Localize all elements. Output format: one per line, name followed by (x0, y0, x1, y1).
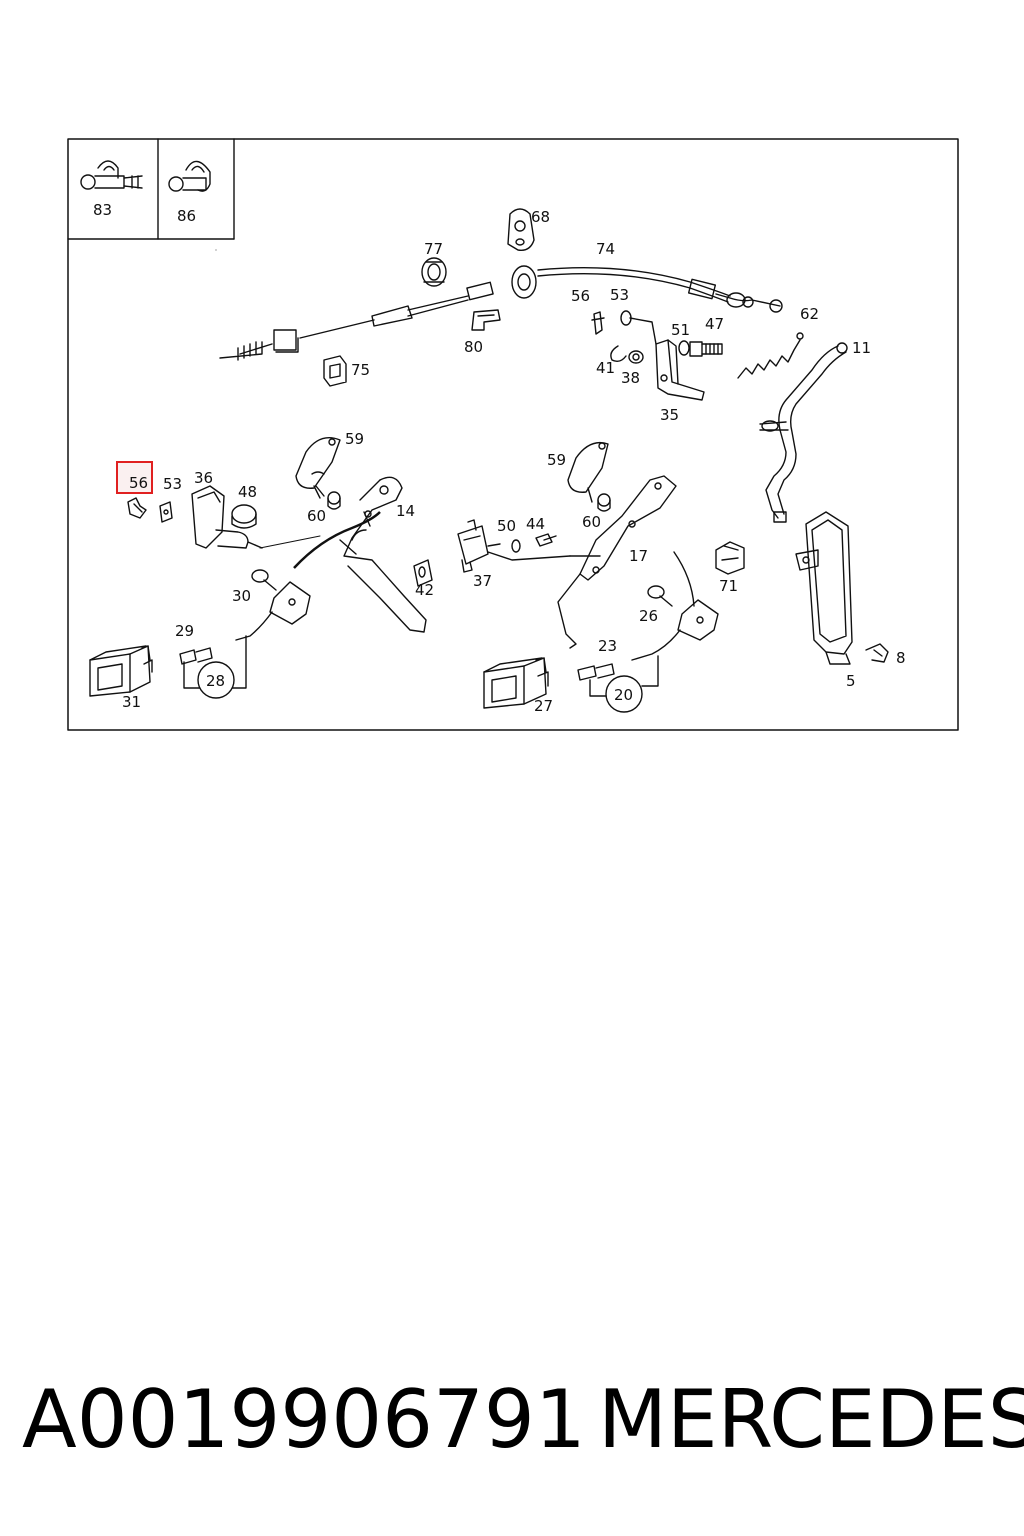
label-28: 28 (206, 672, 225, 690)
label-44: 44 (526, 515, 545, 533)
bushing-60-right (597, 493, 611, 512)
label-86: 86 (177, 207, 196, 225)
pedal-bracket-17 (557, 475, 677, 649)
label-80: 80 (464, 338, 483, 356)
brake-pedal-14 (339, 476, 427, 633)
bracket-line-20 (589, 655, 659, 697)
label-53-upper: 53 (610, 286, 629, 304)
label-29: 29 (175, 622, 194, 640)
washer-53-upper (620, 310, 657, 345)
label-38: 38 (621, 369, 640, 387)
sensor-right (631, 551, 719, 661)
brand-name: MERCEDES (598, 1373, 1024, 1466)
bracket-line-28 (183, 635, 247, 689)
bolt-48 (231, 504, 257, 529)
pin-23 (577, 663, 615, 681)
bracket-36 (191, 485, 263, 549)
pin-29 (179, 647, 213, 665)
bolt-47 (689, 341, 723, 357)
label-56-upper: 56 (571, 287, 590, 305)
label-56-highlighted: 56 (129, 474, 148, 492)
relay-27 (483, 657, 549, 709)
label-35: 35 (660, 406, 679, 424)
nut-42 (413, 559, 433, 587)
washer-38 (628, 350, 644, 364)
label-31: 31 (122, 693, 141, 711)
label-71: 71 (719, 577, 738, 595)
label-77: 77 (424, 240, 443, 258)
gas-pedal-5 (795, 511, 853, 665)
cover-59-left (295, 437, 341, 499)
screw-44 (535, 533, 557, 547)
label-20: 20 (614, 686, 633, 704)
diagram-frame (67, 138, 959, 731)
clip-8 (865, 643, 889, 663)
label-50: 50 (497, 517, 516, 535)
circlip-41 (610, 345, 627, 363)
label-51: 51 (671, 321, 690, 339)
connection-line (293, 511, 381, 569)
bracket-35 (655, 339, 705, 401)
label-74: 74 (596, 240, 615, 258)
label-60-right: 60 (582, 513, 601, 531)
grommet-68 (507, 208, 535, 251)
label-11: 11 (852, 339, 871, 357)
label-48: 48 (238, 483, 257, 501)
label-27: 27 (534, 697, 553, 715)
label-53-lower: 53 (163, 475, 182, 493)
label-37: 37 (473, 572, 492, 590)
label-8: 8 (896, 649, 906, 667)
label-75: 75 (351, 361, 370, 379)
parts-diagram: 83 86 68 77 74 56 53 62 51 47 11 80 41 3… (67, 138, 959, 731)
clip-56-upper (591, 311, 605, 335)
part-labels: 83 86 68 77 74 56 53 62 51 47 11 80 41 3… (93, 201, 906, 715)
label-59-left: 59 (345, 430, 364, 448)
washer-53-lower (159, 501, 173, 523)
washer-51 (678, 340, 690, 356)
screw-30 (251, 569, 277, 591)
clip-80 (471, 309, 501, 331)
grommet-77 (421, 257, 447, 287)
label-41: 41 (596, 359, 615, 377)
leader-lines (215, 249, 321, 549)
washer-50 (511, 539, 521, 553)
bracket-75 (323, 355, 347, 387)
cover-59-right (567, 441, 609, 503)
bushing-60-left (315, 485, 341, 510)
inset-boxes (67, 138, 235, 240)
sensor-37 (457, 519, 571, 573)
label-5: 5 (846, 672, 856, 690)
label-60-left: 60 (307, 507, 326, 525)
label-83: 83 (93, 201, 112, 219)
hose-clamp-86 (168, 160, 211, 192)
label-14: 14 (396, 502, 415, 520)
shift-cable-74 (219, 265, 783, 361)
circle-20 (605, 675, 643, 713)
highlight-box (116, 461, 153, 494)
label-68: 68 (531, 208, 550, 226)
label-36: 36 (194, 469, 213, 487)
sensor-left (235, 581, 311, 641)
label-17: 17 (629, 547, 648, 565)
label-23: 23 (598, 637, 617, 655)
plug-71 (715, 541, 745, 575)
spring-62 (737, 332, 804, 379)
hose-clamp-83 (80, 160, 143, 190)
label-30: 30 (232, 587, 251, 605)
label-42: 42 (415, 581, 434, 599)
clip-56-lower (127, 497, 147, 519)
screw-26 (647, 585, 673, 607)
label-59-right: 59 (547, 451, 566, 469)
lever-11 (759, 342, 848, 523)
relay-31 (89, 645, 153, 697)
label-26: 26 (639, 607, 658, 625)
label-47: 47 (705, 315, 724, 333)
label-62: 62 (800, 305, 819, 323)
circle-28 (197, 661, 235, 699)
part-number: A0019906791 (22, 1373, 586, 1466)
